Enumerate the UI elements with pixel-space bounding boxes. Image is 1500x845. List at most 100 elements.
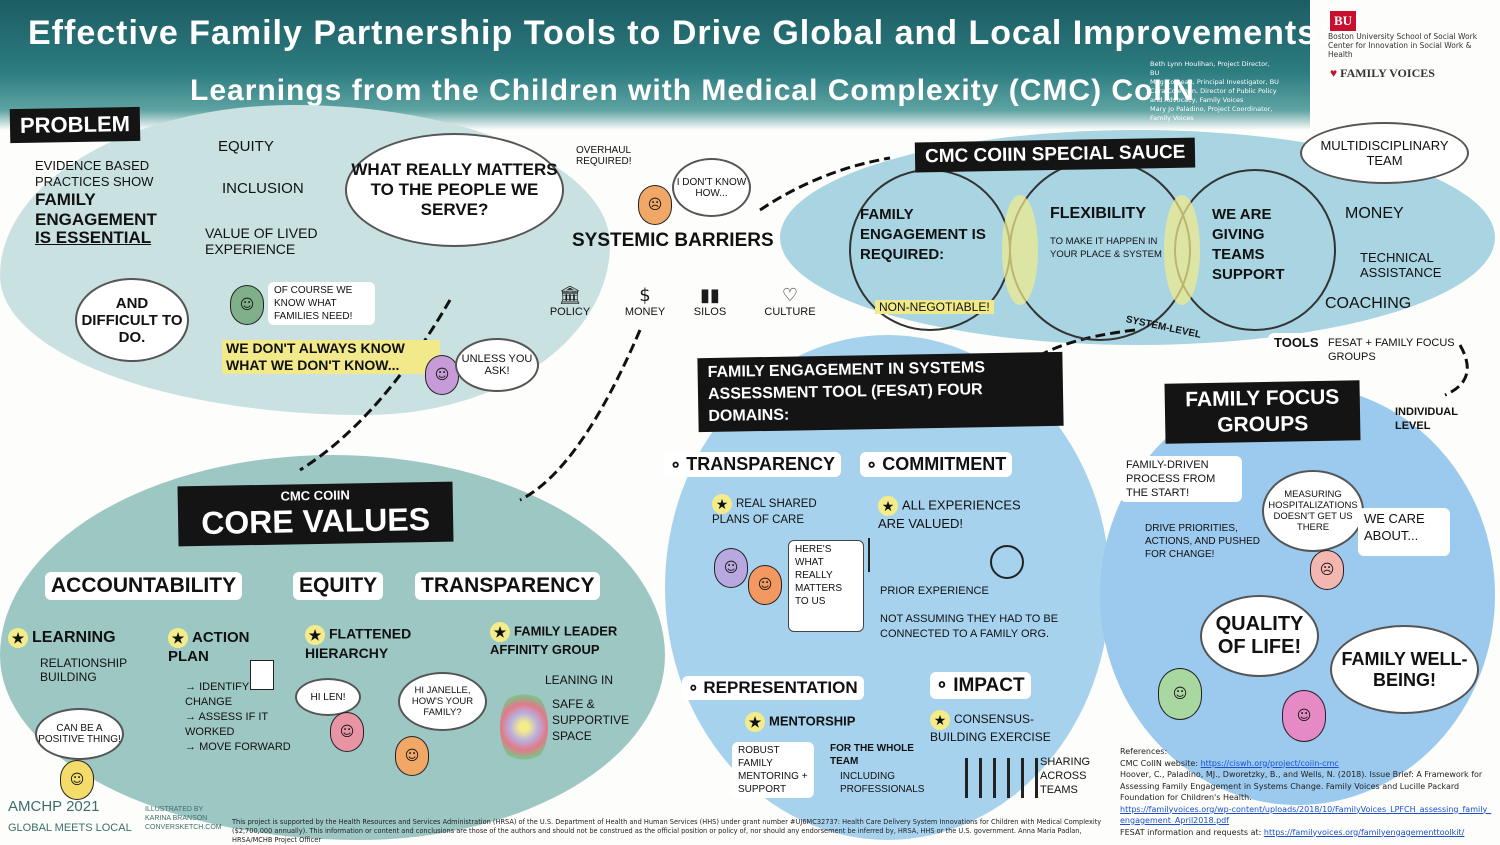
arrow-barriers-down	[519, 329, 642, 502]
hi-janelle-bubble: Hi Janelle, how's your family?	[398, 672, 487, 731]
references: References: CMC CoIIN website: https://c…	[1120, 746, 1495, 838]
value-equity: Equity	[293, 572, 384, 600]
title-line-1: Effective Family Partnership Tools to Dr…	[28, 14, 1330, 52]
action-plan-steps: → Identify change → Assess if it worked …	[185, 680, 295, 755]
wheelchair-icon	[990, 545, 1024, 579]
tools-text: FESAT + Family focus groups	[1328, 337, 1455, 363]
star-icon: ★	[878, 496, 898, 516]
systemic-barriers-label: Systemic Barriers	[572, 230, 774, 251]
difficult-bubble: And difficult to do.	[75, 278, 189, 362]
mentorship-text: Mentorship	[769, 713, 856, 729]
references-title: References:	[1120, 747, 1168, 756]
domain-commitment: ∘ Commitment	[860, 452, 1013, 477]
reference-2: Hoover, C., Paladino, MJ., Dworetzky, B.…	[1120, 770, 1483, 802]
measuring-bubble: Measuring hospitalizations doesn't get u…	[1262, 470, 1364, 552]
face-icon-yellow: ☺	[60, 760, 94, 800]
global-meets-local: Global Meets Local	[8, 822, 132, 834]
what-matters-bubble: What really matters to the people we ser…	[345, 133, 564, 247]
branch-inclusion: Inclusion	[222, 180, 304, 197]
fesat-label: Family Engagement in Systems Assessment …	[697, 351, 1064, 433]
circle-team-support: We are giving teams support	[1212, 206, 1285, 283]
problem-statement-3: is Essential	[35, 228, 152, 247]
author-4: Mary Jo Paladino, Project Coordinator, F…	[1150, 105, 1273, 122]
barrier-money-label: Money	[624, 306, 666, 318]
support-technical-assistance: Technical assistance	[1360, 250, 1442, 280]
action-step-2-text: Assess if it worked	[185, 711, 268, 738]
support-coaching: Coaching	[1325, 295, 1412, 312]
person-standing-icon	[868, 538, 892, 572]
learning-label: Learning	[32, 629, 116, 647]
core-values-label: CMC CoIIN Core Values	[177, 481, 454, 547]
reference-1-label: CMC CoIIN website:	[1120, 758, 1199, 768]
real-shared-text: Real shared plans of care	[712, 498, 817, 526]
author-1: Beth Lynn Houlihan, Project Director, BU	[1150, 60, 1270, 77]
real-shared-item: ★Real shared plans of care	[712, 494, 852, 526]
domain-transparency: ∘ Transparency	[664, 452, 841, 477]
sharing-text: Sharing across teams	[1040, 756, 1091, 796]
dont-know-how-bubble: I don't know how...	[672, 158, 751, 217]
reference-1: CMC CoIIN website: https://ciswh.org/pro…	[1120, 758, 1495, 770]
action-plan-item: ★Action plan	[168, 628, 258, 665]
not-assuming-text: Not assuming they had to be connected to…	[880, 613, 1059, 640]
multidisciplinary-team-bubble: Multidisciplinary team	[1300, 122, 1469, 184]
star-icon: ★	[490, 622, 510, 642]
bu-affiliation: Boston University School of Social Work …	[1328, 32, 1498, 59]
tools-label: Tools	[1268, 333, 1325, 352]
individual-level-label: Individual level	[1395, 406, 1458, 432]
special-sauce-label: CMC CoIIN Special Sauce	[914, 137, 1196, 173]
face-icon-magenta: ☺	[1282, 690, 1326, 742]
safe-space-text: Safe & supportive space	[552, 697, 630, 743]
domain-representation: ∘ Representation	[682, 676, 864, 700]
family-voices-logo: ♥ FAMILY VOICES	[1330, 66, 1435, 81]
barrier-policy-label: Policy	[549, 306, 591, 318]
barrier-policy: 🏛Policy	[540, 285, 600, 318]
domain-impact-text: Impact	[953, 675, 1025, 696]
all-experiences-item: ★All experiences are valued!	[878, 496, 1048, 531]
branch-equity: Equity	[218, 138, 274, 155]
arrow-individual-level	[1444, 344, 1469, 397]
support-money: Money	[1345, 205, 1404, 222]
star-icon: ★	[305, 625, 325, 645]
checklist-icon	[250, 660, 274, 690]
header-banner	[0, 0, 1310, 130]
quality-bubble: Quality of life!	[1200, 595, 1319, 677]
amchp-label: AMCHP 2021	[8, 798, 100, 815]
funding-statement: This project is supported by the Health …	[232, 818, 1102, 844]
star-icon: ★	[168, 628, 188, 648]
barrier-silos-label: Silos	[693, 306, 727, 318]
domain-commitment-text: Commitment	[882, 454, 1007, 474]
all-experiences-text: All experiences are valued!	[878, 497, 1021, 531]
problem-statement-1: Evidence based practices show	[35, 158, 154, 189]
venn-overlap-1	[1002, 195, 1038, 305]
face-icon-purple: ☺	[425, 355, 459, 395]
bu-logo: BU	[1330, 10, 1357, 31]
flower-icon	[500, 688, 548, 766]
face-icon-orange-3: ☺	[748, 565, 782, 605]
illustrator-credit: Illustrated by Karina Branson ConverSket…	[145, 806, 222, 831]
face-icon-lavender: ☺	[714, 548, 748, 588]
bu-school: Boston University School of Social Work	[1328, 32, 1478, 41]
problem-statement: Evidence based practices show Family Eng…	[35, 158, 195, 246]
value-transparency: Transparency	[415, 572, 601, 600]
problem-statement-2: Family Engagement	[35, 190, 157, 229]
reference-1-link[interactable]: https://ciswh.org/project/coiin-cmc	[1200, 758, 1339, 768]
branch-lived-experience: Value of lived experience	[205, 225, 318, 257]
action-step-3: → Move forward	[185, 741, 291, 753]
reference-3-link[interactable]: https://familyvoices.org/familyengagemen…	[1263, 827, 1465, 837]
value-accountability: Accountability	[45, 572, 243, 600]
unless-bubble: Unless you ask!	[455, 338, 539, 392]
reference-2-link[interactable]: https://familyvoices.org/wp-content/uplo…	[1120, 804, 1492, 826]
bu-logo-mark: BU	[1330, 11, 1357, 31]
consensus-text: Consensus-building exercise	[930, 712, 1051, 744]
bu-center: Center for Innovation in Social Work & H…	[1328, 41, 1472, 59]
author-list: Beth Lynn Houlihan, Project Director, BU…	[1150, 60, 1280, 123]
non-negotiable-text: Non-negotiable!	[875, 300, 994, 314]
leaning-in-text: Leaning in	[545, 673, 614, 687]
dont-know-text: We don't always know what we don't know.…	[222, 340, 440, 374]
money-icon: $	[639, 285, 651, 306]
action-step-1: → Identify change	[185, 681, 249, 708]
face-icon-green: ☺	[230, 285, 264, 325]
face-icon-pink: ☺	[330, 712, 364, 752]
face-icon-green-2: ☺	[1158, 668, 1202, 720]
